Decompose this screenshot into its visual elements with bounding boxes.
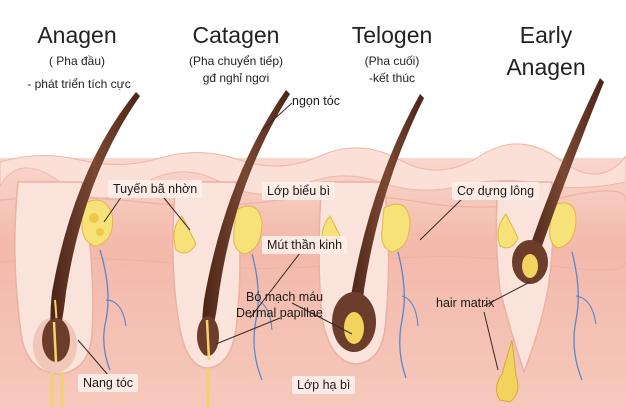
stage-title-anagen: Anagen bbox=[37, 22, 117, 48]
label-epidermis: Lớp biểu bì bbox=[262, 182, 336, 201]
stage-sub2-anagen: - phát triển tích cực bbox=[27, 77, 131, 91]
stage-title-early-anagen: Anagen bbox=[506, 54, 586, 80]
catagen-follicle bbox=[172, 90, 290, 407]
label-nerve-ending: Mút thần kinh bbox=[262, 236, 348, 255]
stage-title-early: Early bbox=[519, 22, 573, 48]
stage-sub2-catagen: gđ nghỉ ngơi bbox=[202, 71, 270, 85]
early-anagen-follicle bbox=[495, 78, 604, 403]
stage-sub1-telogen: (Pha cuối) bbox=[364, 54, 420, 68]
label-hair-matrix: hair matrix bbox=[436, 296, 495, 310]
label-follicle: Nang tóc bbox=[78, 374, 139, 393]
label-dermal-papilla: Dermal papillae bbox=[236, 306, 323, 320]
leader-lines bbox=[77, 102, 531, 376]
telogen-follicle bbox=[318, 94, 424, 379]
label-blood-vessels: Bó mạch máu bbox=[246, 290, 324, 304]
label-sebaceous-gland: Tuyến bã nhờn bbox=[108, 180, 203, 199]
anagen-follicle bbox=[14, 92, 140, 407]
stage-sub1-catagen: (Pha chuyển tiếp) bbox=[188, 54, 284, 68]
stage-sub2-telogen: -kết thúc bbox=[368, 71, 416, 85]
label-arrector-pili: Cơ dựng lông bbox=[452, 182, 540, 201]
label-hair-tip: ngọn tóc bbox=[292, 94, 340, 108]
label-hypodermis: Lớp hạ bì bbox=[292, 376, 356, 395]
stage-title-catagen: Catagen bbox=[192, 22, 280, 48]
epidermis-surface bbox=[0, 143, 626, 199]
stage-sub1-anagen: ( Pha đầu) bbox=[48, 54, 106, 68]
stage-title-telogen: Telogen bbox=[351, 22, 433, 48]
